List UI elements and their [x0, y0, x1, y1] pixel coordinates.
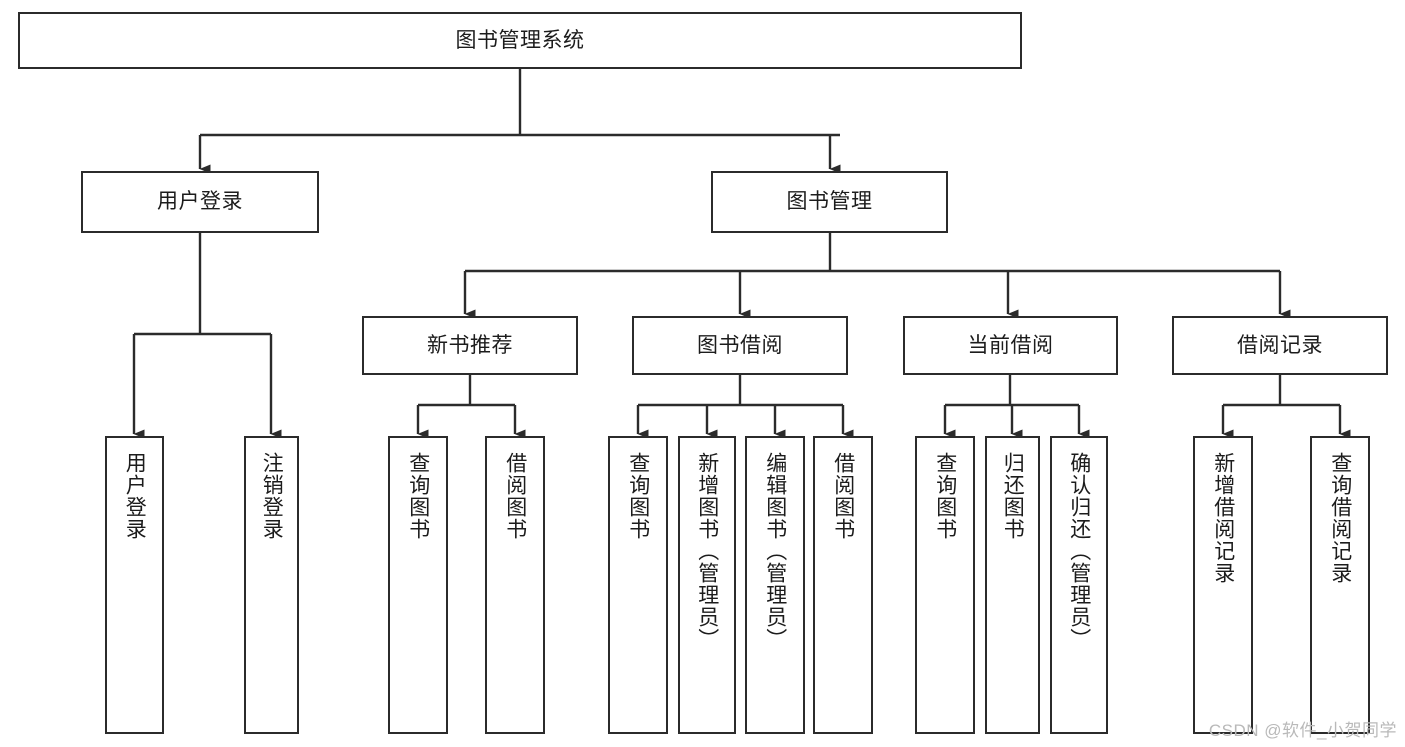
node-leaf-query-book-1-label: 查询图书 — [406, 452, 430, 540]
node-leaf-edit-book-label: 编辑图书（管理员） — [763, 452, 787, 650]
edges-new-book-recommend-to-leaves — [416, 375, 526, 439]
node-book-borrow[interactable]: 图书借阅 — [632, 316, 848, 375]
node-book-manage-label: 图书管理 — [786, 190, 873, 214]
node-borrow-record[interactable]: 借阅记录 — [1172, 316, 1388, 375]
node-root-label: 图书管理系统 — [455, 28, 585, 52]
edges-borrow-record-to-leaves — [1221, 375, 1351, 439]
node-book-borrow-label: 图书借阅 — [697, 333, 783, 357]
node-leaf-user-logout-label: 注销登录 — [260, 452, 284, 540]
node-leaf-query-record-label: 查询借阅记录 — [1328, 452, 1352, 584]
node-leaf-add-record[interactable]: 新增借阅记录 — [1193, 436, 1253, 734]
edges-book-manage-to-level3 — [463, 233, 1291, 319]
node-leaf-query-record[interactable]: 查询借阅记录 — [1310, 436, 1370, 734]
node-root[interactable]: 图书管理系统 — [18, 12, 1022, 69]
node-leaf-return-book[interactable]: 归还图书 — [985, 436, 1040, 734]
node-leaf-confirm-return[interactable]: 确认归还（管理员） — [1050, 436, 1108, 734]
node-leaf-confirm-return-label: 确认归还（管理员） — [1067, 452, 1091, 650]
node-current-borrow-label: 当前借阅 — [967, 333, 1054, 357]
edges-user-login-to-leaves — [132, 233, 282, 439]
edges-root-to-level2 — [198, 69, 841, 174]
node-leaf-query-book-2-label: 查询图书 — [626, 452, 650, 540]
node-leaf-borrow-book-2[interactable]: 借阅图书 — [813, 436, 873, 734]
node-leaf-edit-book[interactable]: 编辑图书（管理员） — [745, 436, 805, 734]
node-current-borrow[interactable]: 当前借阅 — [903, 316, 1118, 375]
node-new-book-recommend[interactable]: 新书推荐 — [362, 316, 578, 375]
node-user-login[interactable]: 用户登录 — [81, 171, 319, 233]
node-leaf-query-book-3[interactable]: 查询图书 — [915, 436, 975, 734]
node-borrow-record-label: 借阅记录 — [1237, 333, 1323, 357]
node-leaf-return-book-label: 归还图书 — [1001, 452, 1025, 540]
node-leaf-query-book-2[interactable]: 查询图书 — [608, 436, 668, 734]
node-leaf-add-book-label: 新增图书（管理员） — [695, 452, 719, 650]
node-leaf-query-book-1[interactable]: 查询图书 — [388, 436, 448, 734]
node-leaf-user-login-label: 用户登录 — [123, 452, 147, 540]
node-book-manage[interactable]: 图书管理 — [711, 171, 948, 233]
edges-book-borrow-to-leaves — [636, 375, 854, 439]
edges-current-borrow-to-leaves — [943, 375, 1090, 439]
node-new-book-recommend-label: 新书推荐 — [427, 333, 513, 357]
node-leaf-add-book[interactable]: 新增图书（管理员） — [678, 436, 736, 734]
node-user-login-label: 用户登录 — [157, 190, 243, 214]
node-leaf-borrow-book-2-label: 借阅图书 — [831, 452, 855, 540]
node-leaf-borrow-book-1-label: 借阅图书 — [503, 452, 527, 540]
node-leaf-user-logout[interactable]: 注销登录 — [244, 436, 299, 734]
node-leaf-borrow-book-1[interactable]: 借阅图书 — [485, 436, 545, 734]
node-leaf-query-book-3-label: 查询图书 — [933, 452, 957, 540]
node-leaf-user-login[interactable]: 用户登录 — [105, 436, 164, 734]
node-leaf-add-record-label: 新增借阅记录 — [1211, 452, 1235, 584]
